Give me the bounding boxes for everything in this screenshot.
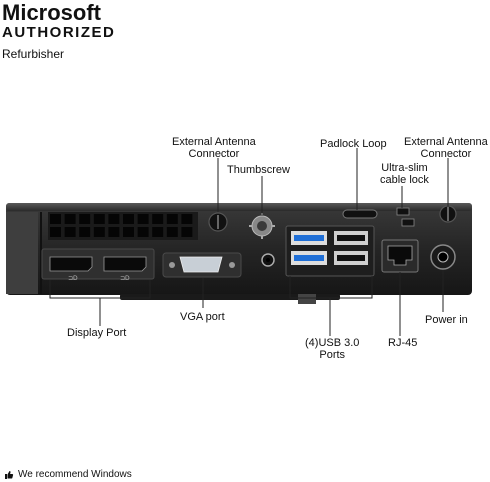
vent-slot xyxy=(166,214,178,224)
vent-slot xyxy=(50,214,61,224)
label-cable-lock-line2: cable lock xyxy=(380,174,429,186)
label-padlock-loop: Padlock Loop xyxy=(320,138,387,150)
label-antenna-left-line1: External Antenna xyxy=(172,136,256,148)
vent-slot xyxy=(64,227,76,237)
antenna-connector-left-icon xyxy=(208,212,228,232)
usb-ports xyxy=(285,225,375,277)
vent-slot xyxy=(137,227,149,237)
padlock-loop-icon xyxy=(342,209,378,219)
label-cable-lock-line1: Ultra-slim xyxy=(381,162,428,174)
audio-jack-icon xyxy=(261,253,275,267)
vent-slot xyxy=(137,214,149,224)
svg-text:⊐D: ⊐D xyxy=(68,275,78,282)
footer-recommendation: We recommend Windows xyxy=(4,469,132,480)
label-cable-lock: Ultra-slim cable lock xyxy=(380,162,429,186)
microsoft-authorized-badge: Microsoft AUTHORIZED Refurbisher xyxy=(2,2,115,62)
label-thumbscrew: Thumbscrew xyxy=(227,164,290,176)
vent-slot xyxy=(181,227,193,237)
vent-slot xyxy=(166,227,178,237)
label-antenna-left: External Antenna Connector xyxy=(172,136,256,160)
display-port-connectors: ⊐D ⊐D xyxy=(41,248,155,282)
vent-slot xyxy=(108,214,120,224)
label-vga-port: VGA port xyxy=(180,311,225,323)
badge-brand: Microsoft xyxy=(2,0,101,25)
vent-slot xyxy=(123,227,134,237)
vent-slot xyxy=(123,214,134,224)
vent-slot xyxy=(152,227,164,237)
label-usb-ports: (4)USB 3.0 Ports xyxy=(305,337,359,361)
label-antenna-right: External Antenna Connector xyxy=(404,136,488,160)
vent-slot xyxy=(50,227,61,237)
label-antenna-right-line2: Connector xyxy=(420,148,472,160)
label-usb-line1: (4)USB 3.0 xyxy=(305,337,360,349)
svg-text:⊐D: ⊐D xyxy=(120,275,130,282)
label-display-port: Display Port xyxy=(67,327,127,339)
vent-slot xyxy=(108,227,120,237)
thumbscrew-icon xyxy=(249,213,275,239)
label-antenna-left-line2: Connector xyxy=(188,148,240,160)
vent-slot xyxy=(181,214,193,224)
thumbs-up-icon xyxy=(5,470,14,479)
vent-slots xyxy=(50,214,193,237)
callout-lines xyxy=(49,148,449,336)
label-rj45: RJ-45 xyxy=(388,337,418,349)
antenna-connector-right-icon xyxy=(439,205,457,223)
vent-slot xyxy=(93,214,105,224)
cable-lock-slot-icon xyxy=(396,207,415,227)
power-in-port xyxy=(430,244,456,270)
rj45-port xyxy=(381,239,419,273)
vent-slot xyxy=(79,227,91,237)
footer-text: We recommend Windows xyxy=(18,469,132,480)
vent-slot xyxy=(152,214,164,224)
badge-status: AUTHORIZED xyxy=(2,24,116,41)
vga-port-connector xyxy=(162,252,242,278)
badge-role: Refurbisher xyxy=(2,47,65,61)
label-antenna-right-line1: External Antenna xyxy=(404,136,488,148)
label-usb-line2: Ports xyxy=(319,349,346,361)
vent-slot xyxy=(93,227,105,237)
vent-slot xyxy=(64,214,76,224)
label-power-in: Power in xyxy=(425,314,468,326)
vent-slot xyxy=(79,214,91,224)
